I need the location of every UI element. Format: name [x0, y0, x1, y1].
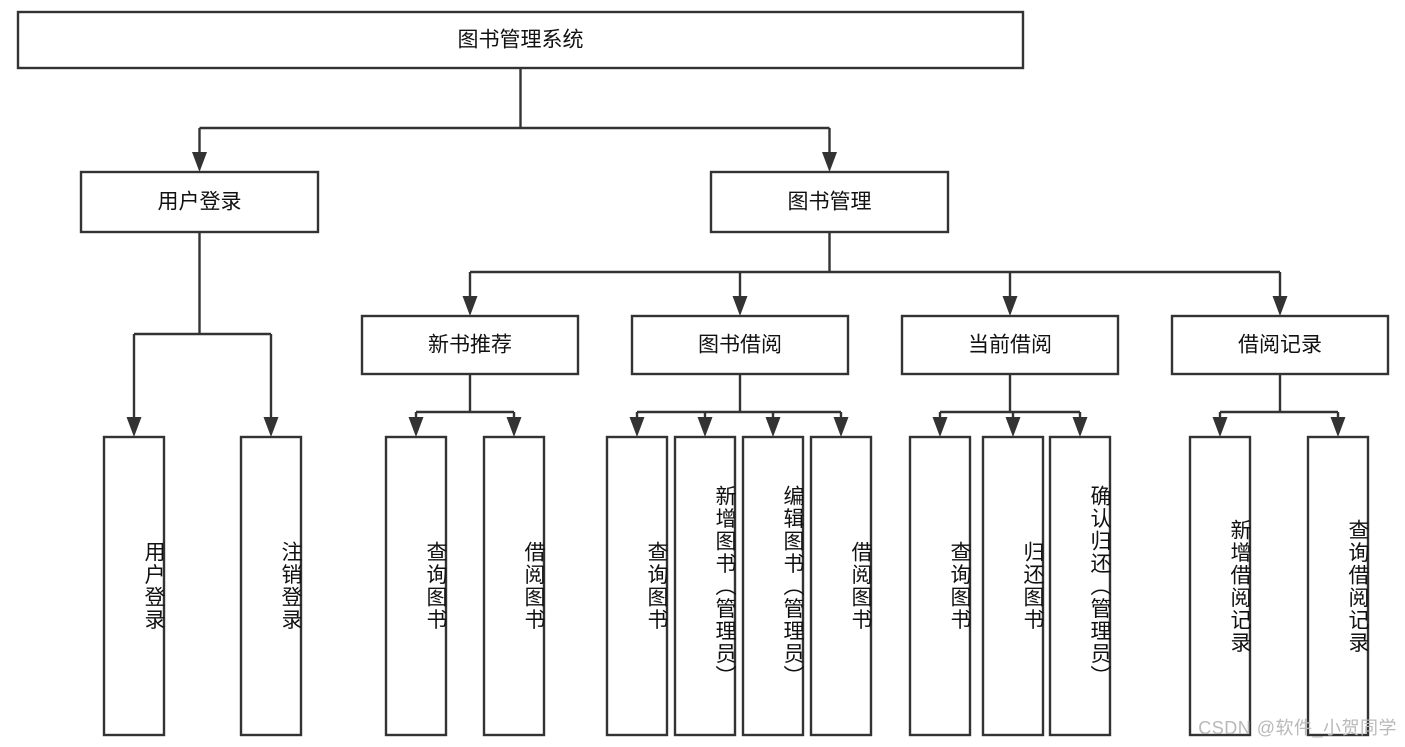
arrow-head — [263, 417, 279, 437]
node-box-leaf-5 — [673, 435, 737, 737]
arrow-head — [192, 152, 207, 172]
arrow-head — [822, 152, 837, 172]
node-box-leaf-9 — [981, 435, 1045, 737]
arrow-head — [932, 417, 948, 437]
node-box-level2-3 — [1170, 314, 1390, 376]
arrow-head — [629, 417, 645, 437]
arrow-head — [408, 417, 424, 437]
node-box-level2-1 — [630, 314, 850, 376]
node-box-level1-0 — [79, 170, 320, 234]
node-box-leaf-0 — [102, 435, 166, 737]
node-box-leaf-4 — [605, 435, 669, 737]
arrow-head — [1072, 417, 1088, 437]
arrow-head — [697, 417, 713, 437]
node-label-level1-1: 图书管理 — [788, 191, 872, 214]
node-box-level1-1 — [709, 170, 950, 234]
node-label-level2-1: 图书借阅 — [698, 334, 782, 357]
node-box-level2-0 — [360, 314, 580, 376]
arrow-head — [765, 417, 781, 437]
node-box-leaf-2 — [384, 435, 448, 737]
node-box-leaf-8 — [908, 435, 972, 737]
node-label-level2-3: 借阅记录 — [1238, 334, 1322, 357]
node-label-level1-0: 用户登录 — [158, 191, 242, 214]
node-box-level2-2 — [900, 314, 1120, 376]
node-label-level2-0: 新书推荐 — [428, 334, 512, 357]
node-box-leaf-6 — [741, 435, 805, 737]
node-box-leaf-1 — [239, 435, 303, 737]
node-box-leaf-11 — [1188, 435, 1252, 737]
arrow-head — [506, 417, 522, 437]
csdn-watermark: CSDN @软件_小贺同学 — [1198, 718, 1397, 738]
arrow-head — [1272, 296, 1288, 316]
node-box-leaf-3 — [482, 435, 546, 737]
node-box-leaf-10 — [1048, 435, 1112, 737]
node-label-root: 图书管理系统 — [458, 29, 584, 52]
node-label-level2-2: 当前借阅 — [968, 334, 1052, 357]
arrow-head — [732, 296, 748, 316]
arrow-head — [833, 417, 849, 437]
arrow-head — [1005, 417, 1021, 437]
node-box-leaf-7 — [809, 435, 873, 737]
arrow-head — [1002, 296, 1018, 316]
arrow-head — [1330, 417, 1346, 437]
node-box-leaf-12 — [1306, 435, 1370, 737]
arrow-head — [462, 296, 478, 316]
connectors-layer — [126, 68, 1346, 437]
arrow-head — [1212, 417, 1228, 437]
boxes-layer — [16, 10, 1390, 737]
node-box-root — [16, 10, 1025, 70]
arrow-head — [126, 417, 142, 437]
